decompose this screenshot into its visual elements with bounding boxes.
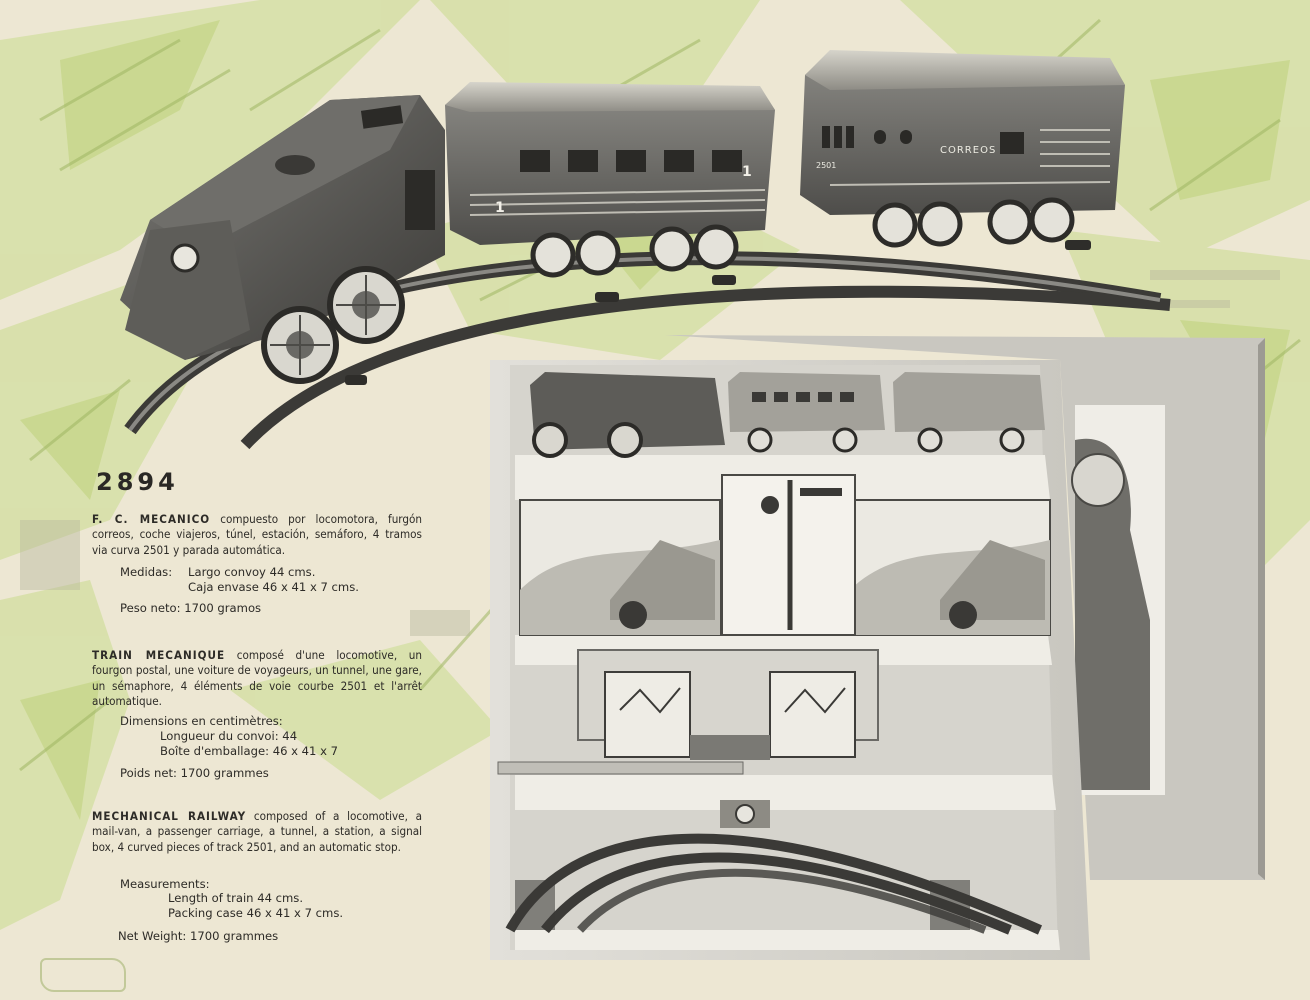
passenger-carriage: 1 1 [445,82,775,278]
french-weight: Poids net: 1700 grammes [120,766,269,780]
locomotive [120,95,445,384]
spanish-measures-line1: Largo convoy 44 cms. [188,565,316,579]
spanish-measures-label: Medidas: [120,565,173,579]
box-lid [665,335,1265,880]
mail-van: CORREOS 2501 [800,50,1125,248]
spanish-weight: Peso neto: 1700 gramos [120,601,262,615]
mail-van-label: CORREOS [940,145,996,156]
english-description: MECHANICAL RAILWAY composed of a locomot… [92,809,422,855]
french-dims-label: Dimensions en centimètres: [120,714,283,728]
spanish-measures-line2: Caja envase 46 x 41 x 7 cms. [188,580,359,594]
spanish-description: F. C. MECANICO compuesto por locomotora,… [92,512,422,558]
english-body: composed of a locomotive, a mail-van, a … [92,809,422,854]
model-number: 2894 [96,468,179,496]
spanish-body: compuesto por locomotora, furgón correos… [92,512,423,557]
english-measures-line1: Length of train 44 cms. [168,891,304,905]
french-description: TRAIN MECANIQUE composé d'une locomotive… [92,648,422,710]
french-dims-line1: Longueur du convoi: 44 [160,729,298,743]
brand-logo-watermark [40,958,126,992]
french-dims-line2: Boîte d'emballage: 46 x 41 x 7 [160,744,339,758]
english-measures-line2: Packing case 46 x 41 x 7 cms. [168,906,344,920]
french-lead: TRAIN MECANIQUE [92,648,226,662]
carriage-number-left: 1 [495,200,505,216]
english-weight: Net Weight: 1700 grammes [118,929,279,943]
curved-track [124,240,1171,450]
english-lead: MECHANICAL RAILWAY [92,809,247,823]
french-body: composé d'une locomotive, un fourgon pos… [92,648,423,709]
carriage-number-right: 1 [742,164,752,180]
spanish-lead: F. C. MECANICO [92,512,211,526]
mail-van-number: 2501 [816,161,836,170]
english-measures-label: Measurements: [120,877,210,891]
open-box [490,360,1090,960]
